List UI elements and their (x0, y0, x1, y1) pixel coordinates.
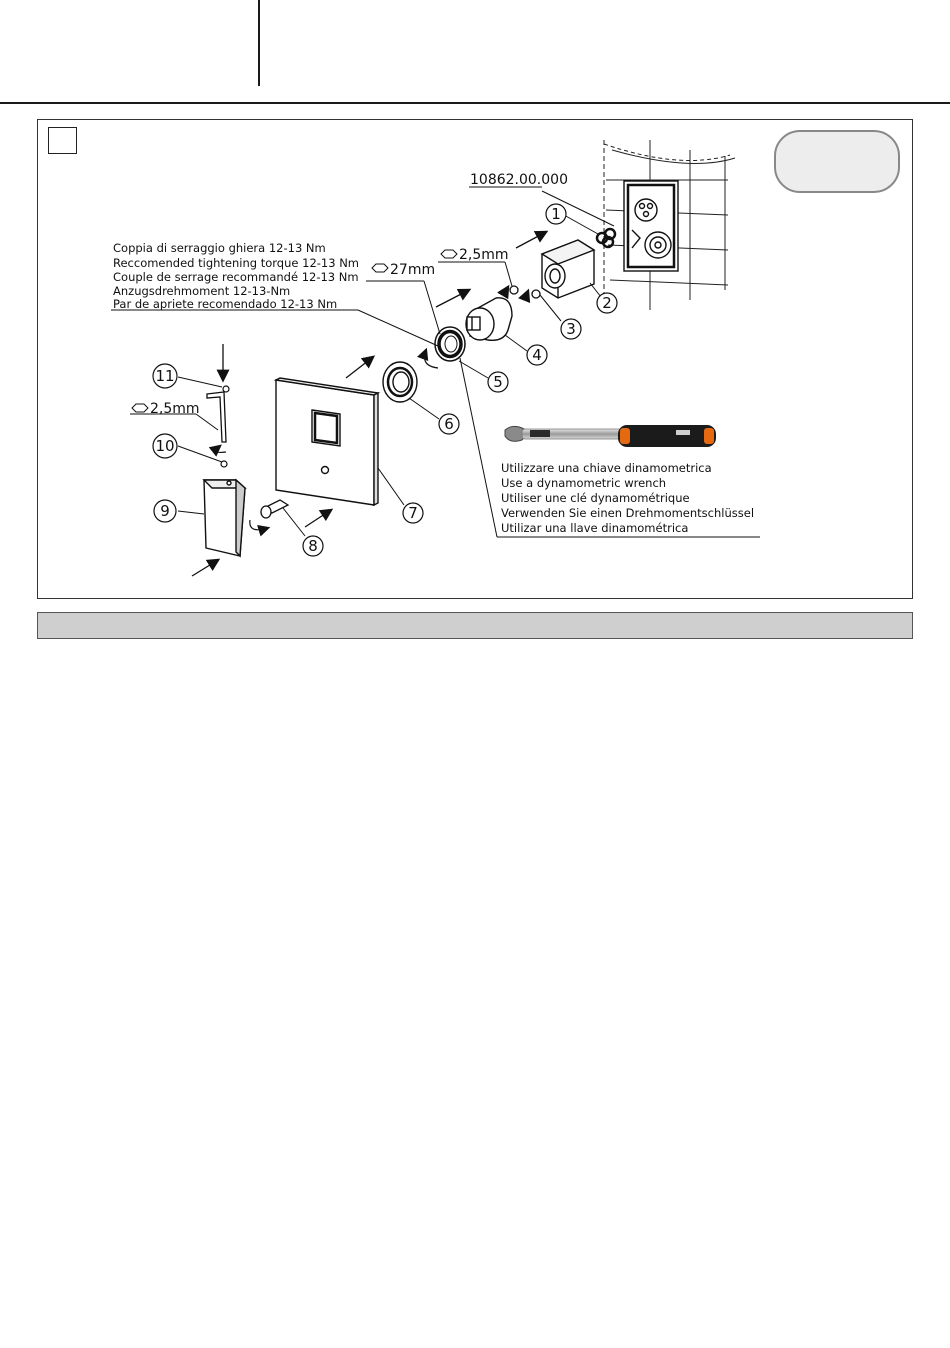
hex-key-icon (131, 403, 149, 413)
handle-pin (260, 499, 290, 519)
exploded-assembly-diagram: 1 2 3 4 5 6 7 8 9 10 11 27mm 2,5mm 2,5mm… (111, 140, 760, 577)
callout-5: 5 (493, 373, 503, 391)
callout-10: 10 (155, 437, 174, 455)
header-rule (0, 102, 950, 104)
hex-2-5-left-label: 2,5mm (150, 401, 200, 417)
callout-7: 7 (408, 504, 418, 522)
callout-3: 3 (566, 320, 576, 338)
grub-screws (220, 385, 230, 468)
callout-leaders (111, 186, 760, 538)
callout-8: 8 (308, 537, 318, 555)
callout-4: 4 (532, 346, 542, 364)
callout-numbers: 1 2 3 4 5 6 7 8 9 10 11 (155, 205, 611, 555)
hex-2-5-top-label: 2,5mm (459, 247, 509, 263)
assembly-diagram-frame (37, 119, 913, 599)
hex-size-labels: 27mm 2,5mm 2,5mm (131, 247, 509, 417)
caption-bar (37, 612, 913, 639)
cover-plate (273, 377, 381, 507)
torque-text-it: Coppia di serraggio ghiera 12-13 Nm (113, 241, 326, 255)
concealed-valve-body (623, 180, 679, 272)
torque-wrench-icon (504, 425, 716, 447)
torque-text-es: Par de apriete recomendado 12-13 Nm (113, 297, 337, 311)
torque-text-fr: Couple de serrage recommandé 12-13 Nm (113, 270, 359, 284)
torque-text-de: Anzugsdrehmoment 12-13-Nm (113, 284, 290, 298)
torque-instructions: Coppia di serraggio ghiera 12-13 Nm Recc… (113, 241, 359, 311)
small-screws (509, 285, 541, 299)
hex-key-icon (206, 391, 227, 443)
wrench-text-en: Use a dynamometric wrench (501, 476, 666, 490)
callout-2: 2 (602, 294, 612, 312)
cartridge-adapter (465, 297, 513, 341)
callout-6: 6 (444, 415, 454, 433)
trim-ring (382, 361, 418, 403)
hex-key-icon (440, 249, 458, 259)
header-divider (258, 0, 260, 86)
callout-11: 11 (155, 367, 174, 385)
hex-27-label: 27mm (390, 262, 435, 278)
rotation-icon (208, 347, 439, 537)
wrench-text-it: Utilizzare una chiave dinamometrica (501, 461, 712, 475)
arrow-icon (191, 230, 549, 577)
step-number-box (48, 127, 77, 154)
wrench-instructions: Utilizzare una chiave dinamometrica Use … (501, 461, 754, 535)
square-spacer (540, 239, 596, 299)
callout-9: 9 (160, 502, 170, 520)
part-code: 10862.00.000 (470, 172, 568, 188)
ring-nut (434, 326, 466, 362)
callout-circles (152, 203, 618, 557)
wrench-text-es: Utilizar una llave dinamométrica (501, 521, 688, 535)
callout-1: 1 (551, 205, 561, 223)
torque-text-en: Reccomended tightening torque 12-13 Nm (113, 256, 359, 270)
wrench-text-fr: Utiliser une clé dynamométrique (501, 491, 690, 505)
rounded-label-box (774, 130, 900, 193)
lever-handle (202, 478, 247, 558)
o-rings (595, 227, 617, 249)
wrench-text-de: Verwenden Sie einen Drehmomentschlüssel (501, 506, 754, 520)
hex-key-icon (371, 263, 389, 273)
